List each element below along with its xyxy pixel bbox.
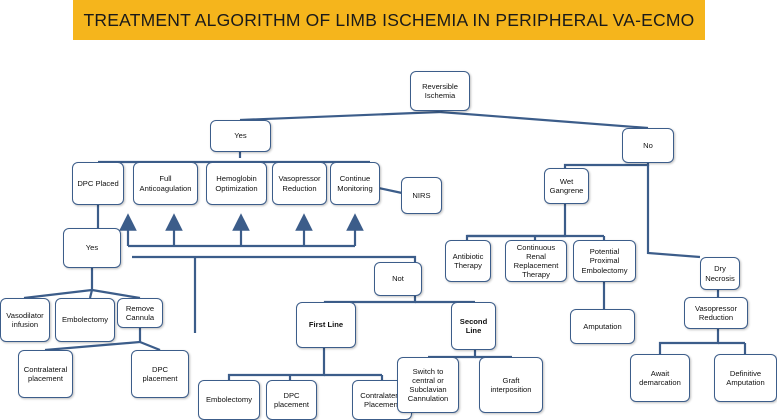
connector-yes-not <box>132 255 417 262</box>
connector-reversible-yes <box>239 110 441 122</box>
connector-yes-options <box>23 268 94 300</box>
node-antibiotic-therapy: Antibiotic Therapy <box>445 240 491 282</box>
title-banner: TREATMENT ALGORITHM OF LIMB ISCHEMIA IN … <box>73 0 705 40</box>
node-dpc-placement-1: DPC placement <box>131 350 189 398</box>
node-full-anticoagulation: Full Anticoagulation <box>133 162 198 205</box>
node-continue-monitoring: Continue Monitoring <box>330 162 380 205</box>
node-yes-dpc: Yes <box>63 228 121 268</box>
node-graft-interposition: Graft interposition <box>479 357 543 413</box>
node-dpc-placed: DPC Placed <box>72 162 124 205</box>
node-amputation: Amputation <box>570 309 635 344</box>
node-first-line: First Line <box>296 302 356 348</box>
node-crrt: Continuous Renal Replacement Therapy <box>505 240 567 282</box>
diagram-title: TREATMENT ALGORITHM OF LIMB ISCHEMIA IN … <box>83 9 695 30</box>
node-yes-top: Yes <box>210 120 271 152</box>
node-potential-proximal-embolectomy: Potential Proximal Embolectomy <box>573 240 636 282</box>
node-not-dpc: Not <box>374 262 422 296</box>
node-embolectomy-1: Embolectomy <box>55 298 115 342</box>
node-embolectomy-2: Embolectomy <box>198 380 260 420</box>
connector-wet-options <box>465 204 567 240</box>
node-hemoglobin-optimization: Hemoglobin Optimization <box>206 162 267 205</box>
node-vasopressor-reduction-2: Vasopressor Reduction <box>684 297 748 329</box>
connector-no-wet <box>563 163 650 168</box>
node-dpc-placement-2: DPC placement <box>266 380 317 420</box>
node-await-demarcation: Await demarcation <box>630 354 690 402</box>
node-second-line: Second Line <box>451 302 496 350</box>
node-dry-necrosis: Dry Necrosis <box>700 257 740 290</box>
node-contralateral-placement-1: Contralateral placement <box>18 350 73 398</box>
node-remove-cannula: Remove Cannula <box>117 298 163 328</box>
connector-firstline-options <box>227 348 326 380</box>
node-vasodilator-infusion: Vasodilator infusion <box>0 298 50 342</box>
node-no-top: No <box>622 128 674 163</box>
connector-reversible-no <box>439 110 649 130</box>
connector-vasopressor-options <box>658 329 720 354</box>
connector-secondline-options <box>428 349 477 359</box>
node-definitive-amputation: Definitive Amputation <box>714 354 777 402</box>
node-wet-gangrene: Wet Gangrene <box>544 168 589 204</box>
node-switch-central: Switch to central or Subclavian Cannulat… <box>397 357 459 413</box>
node-nirs: NIRS <box>401 177 442 214</box>
node-vasopressor-reduction-1: Vasopressor Reduction <box>272 162 327 205</box>
connector-no-dry <box>646 165 701 259</box>
node-reversible-ischemia: Reversible Ischemia <box>410 71 470 111</box>
